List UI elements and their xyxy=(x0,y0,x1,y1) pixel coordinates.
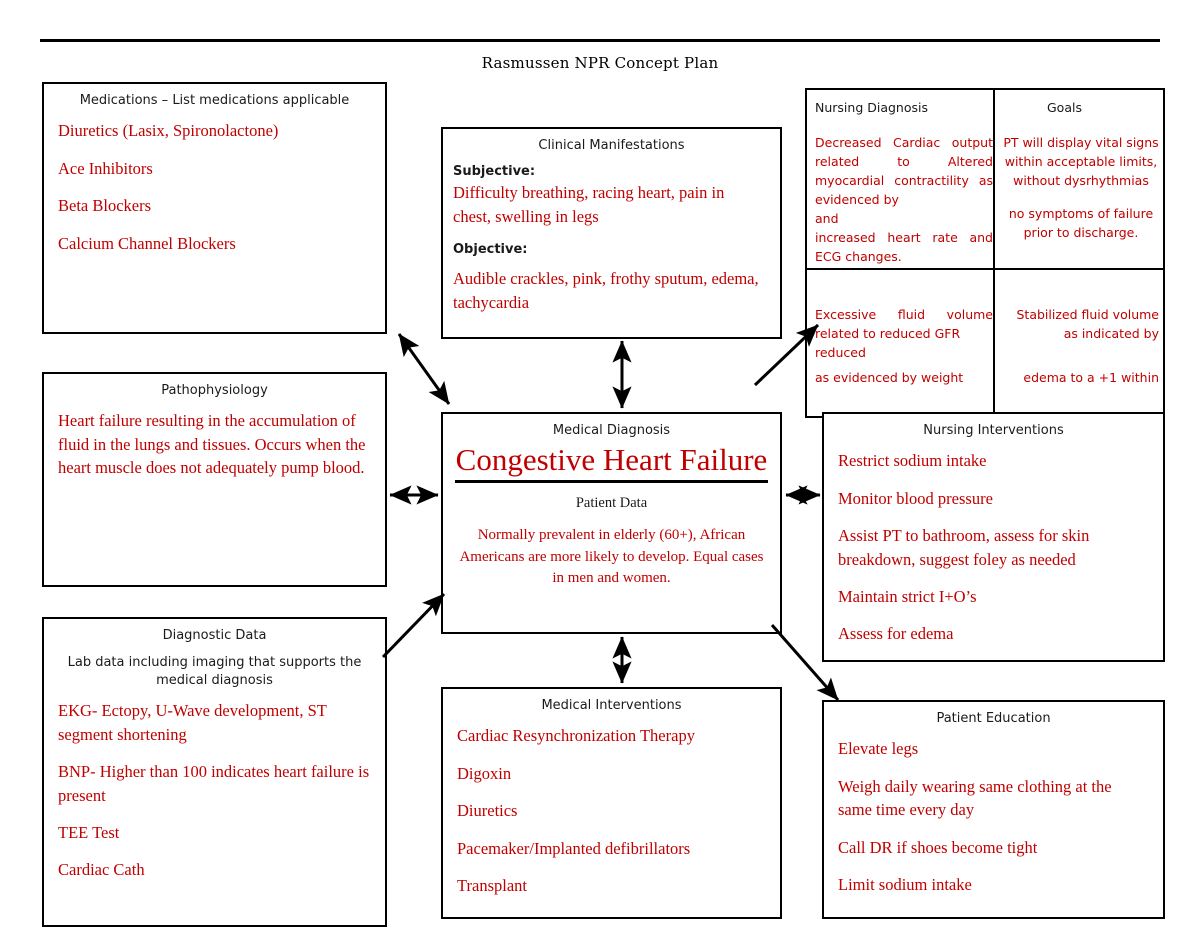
table-cell-goals-row2: Stabilized fluid volume as indicated by … xyxy=(1003,305,1160,387)
table-header-nursing-diagnosis: Nursing Diagnosis xyxy=(815,100,928,115)
patient-education-item: Call DR if shoes become tight xyxy=(838,837,1038,857)
diagnosis-name: Congestive Heart Failure xyxy=(455,442,768,478)
nursing-interventions-title: Nursing Interventions xyxy=(923,423,1064,438)
medications-item: Ace Inhibitors xyxy=(58,158,153,178)
table-nursing-diagnosis-goals: Nursing Diagnosis Goals Decreased Cardia… xyxy=(805,88,1165,418)
diagnosis-row1-part1: Decreased Cardiac output related to Alte… xyxy=(815,135,993,207)
subjective-label: Subjective: xyxy=(453,164,536,180)
diagnosis-underline xyxy=(455,479,768,483)
diagnostic-data-item: BNP- Higher than 100 indicates heart fai… xyxy=(58,762,370,805)
table-header-goals: Goals xyxy=(1047,100,1082,115)
diagnostic-data-item: EKG- Ectopy, U-Wave development, ST segm… xyxy=(58,701,327,744)
subjective-text: Difficulty breathing, racing heart, pain… xyxy=(453,183,725,226)
diagnostic-data-subtitle: Lab data including imaging that supports… xyxy=(67,655,362,688)
medical-diagnosis-title: Medical Diagnosis xyxy=(552,423,671,438)
diagnosis-row2-part3: as evidenced by weight xyxy=(815,370,964,385)
medical-intervention-item: Cardiac Resynchronization Therapy xyxy=(457,726,695,746)
nursing-intervention-item: Maintain strict I+O’s xyxy=(838,586,977,606)
pathophysiology-text: Heart failure resulting in the accumulat… xyxy=(58,411,366,478)
patient-education-item: Weigh daily wearing same clothing at the… xyxy=(838,776,1112,820)
objective-text: Audible crackles, pink, frothy sputum, e… xyxy=(453,269,759,312)
diagnostic-data-item: TEE Test xyxy=(58,823,120,843)
nursing-intervention-item: Assist PT to bathroom, assess for skin b… xyxy=(838,526,1090,569)
nursing-intervention-item: Monitor blood pressure xyxy=(838,488,993,508)
goals-row1-part1: PT will display vital signs within accep… xyxy=(1003,135,1159,188)
patient-data-label: Patient Data xyxy=(575,494,648,511)
box-medications: Medications – List medications applicabl… xyxy=(42,82,387,334)
box-diagnostic-data: Diagnostic Data Lab data including imagi… xyxy=(42,617,387,927)
objective-label: Objective: xyxy=(453,242,528,258)
diagnostic-data-title: Diagnostic Data xyxy=(162,628,267,643)
box-pathophysiology: Pathophysiology Heart failure resulting … xyxy=(42,372,387,587)
nursing-intervention-item: Assess for edema xyxy=(838,624,954,644)
pathophysiology-title: Pathophysiology xyxy=(161,383,268,398)
goals-row1-part2: no symptoms of failure prior to discharg… xyxy=(1008,206,1154,240)
diagnosis-row1-part2: and xyxy=(815,211,839,226)
medical-intervention-item: Pacemaker/Implanted defibrillators xyxy=(457,838,691,858)
patient-data-text: Normally prevalent in elderly (60+), Afr… xyxy=(459,526,764,587)
box-medical-diagnosis: Medical Diagnosis Congestive Heart Failu… xyxy=(441,412,782,634)
clinical-manifestations-title: Clinical Manifestations xyxy=(538,138,685,153)
medications-title: Medications – List medications applicabl… xyxy=(79,93,350,108)
medical-intervention-item: Digoxin xyxy=(457,763,512,783)
box-nursing-interventions: Nursing Interventions Restrict sodium in… xyxy=(822,412,1165,662)
diagnosis-row2-part2: reduced xyxy=(815,345,866,360)
medical-interventions-title: Medical Interventions xyxy=(541,698,682,713)
medical-intervention-item: Transplant xyxy=(457,875,527,895)
medical-intervention-item: Diuretics xyxy=(457,801,518,821)
nursing-intervention-item: Restrict sodium intake xyxy=(838,451,987,471)
box-patient-education: Patient Education Elevate legs Weigh dai… xyxy=(822,700,1165,919)
patient-education-item: Limit sodium intake xyxy=(838,874,972,894)
patient-education-title: Patient Education xyxy=(936,711,1051,726)
table-row-divider xyxy=(807,268,1163,270)
medications-item: Beta Blockers xyxy=(58,196,152,216)
page-title: Rasmussen NPR Concept Plan xyxy=(481,54,719,72)
table-column-divider xyxy=(993,90,995,416)
patient-education-item: Elevate legs xyxy=(838,739,919,759)
table-cell-goals-row1: PT will display vital signs within accep… xyxy=(1003,133,1159,242)
goals-row2-part2: edema to a +1 within xyxy=(1023,370,1159,385)
arrow-diagnostic-data-to-diagnosis xyxy=(381,592,446,659)
header-divider-rule xyxy=(40,39,1160,42)
diagnostic-data-item: Cardiac Cath xyxy=(58,860,145,880)
goals-row2-part1: Stabilized fluid volume as indicated by xyxy=(1016,307,1160,341)
table-cell-diagnosis-row1: Decreased Cardiac output related to Alte… xyxy=(815,133,993,266)
medications-item: Calcium Channel Blockers xyxy=(58,233,236,253)
diagnosis-row1-part3: increased heart rate and ECG changes. xyxy=(815,230,993,264)
table-cell-diagnosis-row2: Excessive fluid volume related to reduce… xyxy=(815,305,993,387)
box-medical-interventions: Medical Interventions Cardiac Resynchron… xyxy=(441,687,782,919)
diagnosis-row2-part1: Excessive fluid volume related to reduce… xyxy=(815,307,993,341)
box-clinical-manifestations: Clinical Manifestations Subjective: Diff… xyxy=(441,127,782,339)
medications-item: Diuretics (Lasix, Spironolactone) xyxy=(58,121,279,141)
arrow-medications-to-diagnosis xyxy=(397,333,451,405)
